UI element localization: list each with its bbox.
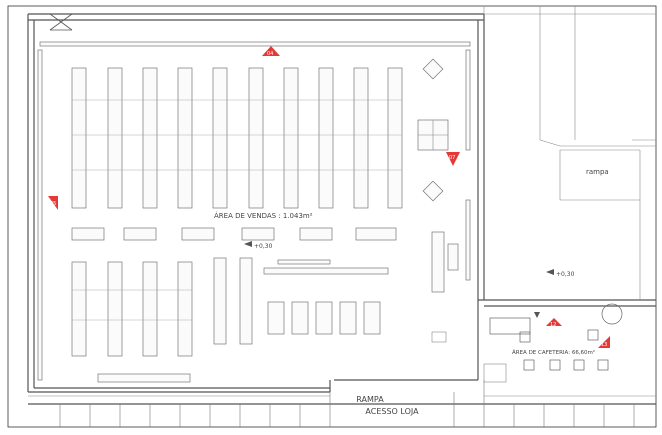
level-label-1: +0,30 — [254, 243, 273, 250]
fan-icon — [49, 13, 73, 31]
cafe-area-label: ÁREA DE CAFETERIA: 66,60m² — [512, 349, 595, 356]
marker-13 — [598, 336, 610, 348]
entrance-structure — [28, 363, 656, 427]
level-label-2: +0,30 — [556, 271, 575, 278]
marker-07-label: 07 — [449, 155, 455, 161]
gondolas-middle — [71, 227, 397, 241]
marker-04 — [262, 46, 280, 56]
sales-area-label: ÁREA DE VENDAS : 1.043m² — [214, 211, 313, 220]
ramp-entry-subtitle: ACESSO LOJA — [365, 407, 419, 416]
marker-04-label: 04 — [267, 51, 273, 57]
gondolas-lower — [71, 257, 389, 357]
perimeter-shelving — [37, 41, 471, 383]
marker-12-label: 12 — [550, 322, 556, 328]
marker-05-label: 05 — [50, 201, 56, 207]
marker-05 — [48, 196, 58, 210]
rampa-label: rampa — [586, 168, 609, 176]
page-frame — [7, 5, 657, 428]
marker-12 — [546, 318, 562, 326]
checkout-counters — [267, 231, 459, 343]
cafe-tables — [489, 303, 623, 371]
marker-13-label: 13 — [601, 342, 607, 348]
store-walls — [27, 6, 656, 393]
display-islands — [417, 58, 449, 202]
gondolas-upper — [71, 67, 403, 209]
section-markers: 04 07 05 12 13 — [48, 46, 610, 348]
level-arrow-icon — [244, 241, 554, 318]
marker-07 — [446, 152, 460, 166]
ramp-entry-title: RAMPA — [356, 395, 384, 404]
